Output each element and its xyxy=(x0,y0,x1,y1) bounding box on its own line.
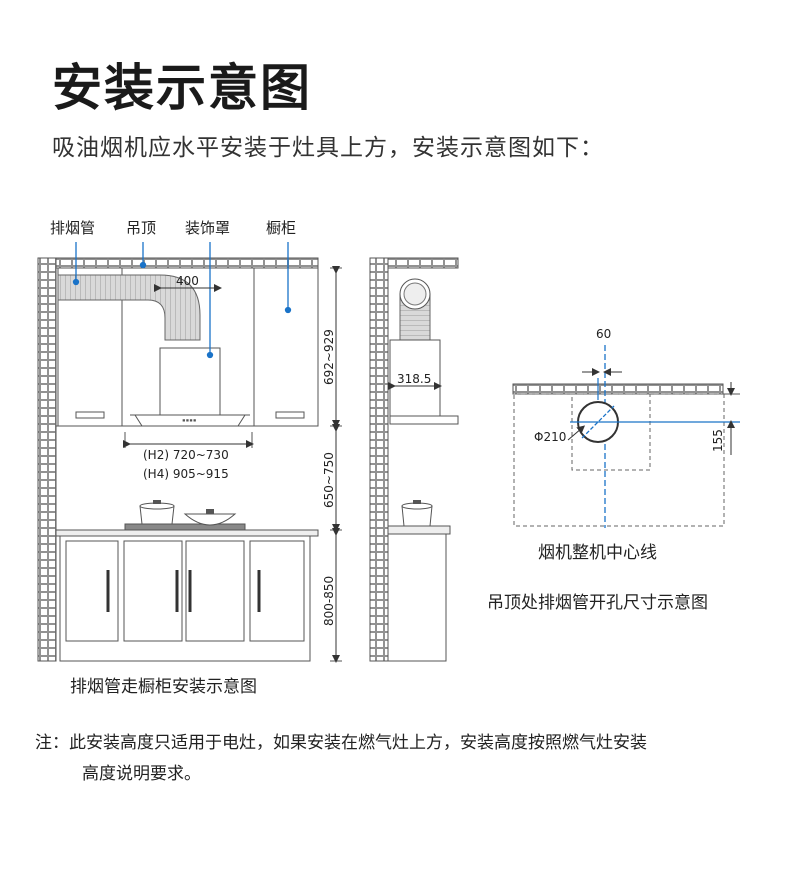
svg-text:▪▪▪▪: ▪▪▪▪ xyxy=(182,417,196,424)
side-hood-body xyxy=(389,415,459,425)
dim-800-850: 800-850 xyxy=(322,576,336,626)
hole-ceiling-slab xyxy=(512,383,724,395)
dim-318-5: 318.5 xyxy=(397,372,431,386)
install-note: 注：此安装高度只适用于电灶，如果安装在燃气灶上方，安装高度按照燃气灶安装 高度说… xyxy=(35,728,765,790)
label-decor-cover: 装饰罩 xyxy=(185,219,230,237)
side-decor-cover xyxy=(389,339,441,417)
page-title: 安装示意图 xyxy=(52,59,312,117)
base-cabinets xyxy=(59,535,311,662)
caption-left-diagram: 排烟管走橱柜安装示意图 xyxy=(70,677,257,697)
left-brick-wall xyxy=(37,257,57,662)
side-base-cabinet xyxy=(387,533,447,662)
cover-outline-dashed xyxy=(571,393,651,471)
dim-692-929: 692~929 xyxy=(322,329,336,385)
note-line-1: 注：此安装高度只适用于电灶，如果安装在燃气灶上方，安装高度按照燃气灶安装 xyxy=(35,733,647,753)
side-ceiling xyxy=(387,257,459,269)
dim-155: 155 xyxy=(711,429,725,452)
side-brick-wall xyxy=(369,257,389,662)
dim-h2: (H2) 720~730 xyxy=(143,448,229,462)
side-countertop xyxy=(387,525,451,535)
dim-phi-210: Φ210 xyxy=(534,430,566,444)
dim-400: 400 xyxy=(176,274,199,288)
wok-icon xyxy=(183,513,237,526)
front-view-diagram: ▪▪▪▪ 排烟管 吊顶 装饰罩 橱柜 400 xyxy=(37,219,342,663)
page-subtitle: 吸油烟机应水平安装于灶具上方，安装示意图如下： xyxy=(52,135,604,161)
dim-h4: (H4) 905~915 xyxy=(143,467,229,481)
ceiling-slab xyxy=(55,257,319,269)
caption-center-line: 烟机整机中心线 xyxy=(538,543,657,563)
caption-right-diagram: 吊顶处排烟管开孔尺寸示意图 xyxy=(487,593,708,613)
label-ceiling: 吊顶 xyxy=(126,219,156,237)
label-exhaust-pipe: 排烟管 xyxy=(50,219,95,237)
dim-650-750: 650~750 xyxy=(322,452,336,508)
hood-outline-dashed xyxy=(513,393,725,527)
label-cabinet: 橱柜 xyxy=(266,219,296,237)
decor-cover xyxy=(159,347,221,416)
countertop xyxy=(55,529,319,537)
upper-cabinet-right xyxy=(253,267,319,427)
dim-60: 60 xyxy=(596,327,611,341)
ceiling-hole-diagram: 60 Φ210 155 xyxy=(512,327,740,528)
stove xyxy=(124,523,246,531)
side-view-diagram: 318.5 xyxy=(369,257,459,662)
note-line-2: 高度说明要求。 xyxy=(82,764,201,784)
